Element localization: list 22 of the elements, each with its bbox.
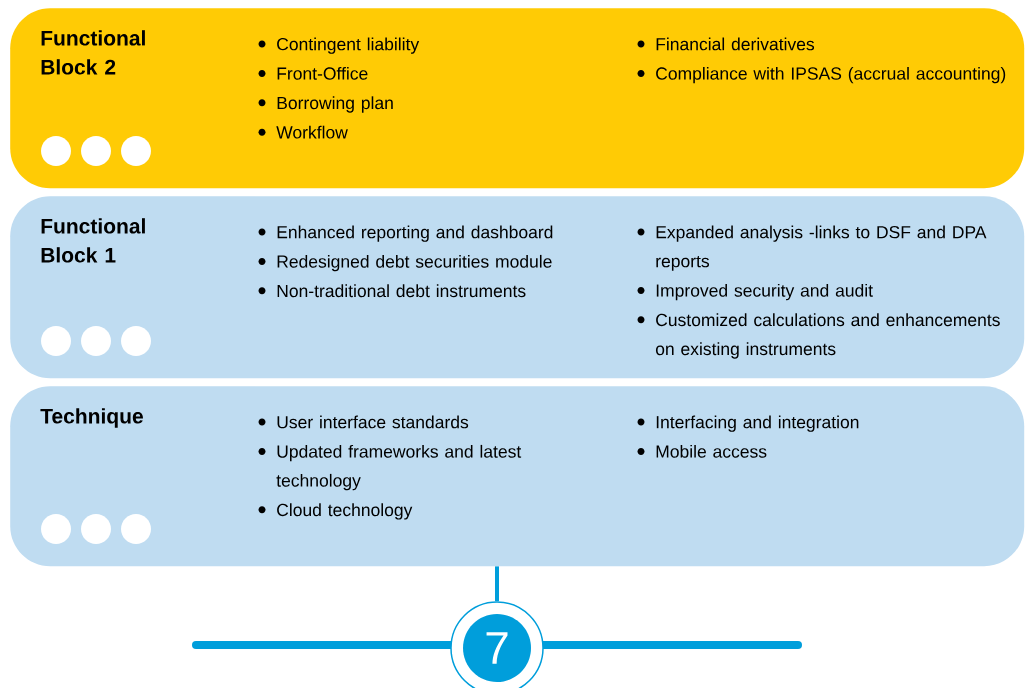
bullet-item: Cloud technology <box>277 503 413 520</box>
bullet-item: Redesigned debt securities module <box>277 254 552 272</box>
connector-line <box>495 566 499 602</box>
bullet-item: Interfacing and integration <box>656 415 859 432</box>
bullet-item: Improved security and audit <box>656 283 873 301</box>
bullet-item: Mobile access <box>656 444 767 458</box>
bullet-item: Financial derivatives <box>656 37 815 51</box>
band-heading: Functional Block 2 <box>41 30 145 75</box>
bullet-item: Workflow <box>276 125 348 139</box>
bullet-item: Front-Office <box>277 66 368 80</box>
bullet-item: Non-traditional debt instruments <box>277 284 526 298</box>
bullet-item: Borrowing plan <box>277 96 393 113</box>
bullet-item: Compliance with IPSAS (accrual accounting) <box>656 66 1006 84</box>
bullet-item: Updated frameworks and latest technology <box>276 444 522 491</box>
band-heading: Technique <box>40 408 143 428</box>
node-label: 7 <box>486 632 508 664</box>
band-heading: Functional Block 1 <box>41 218 145 263</box>
bullet-item: Expanded analysis -links to DSF and DPA reports <box>656 225 987 271</box>
bullet-item: Enhanced reporting and dashboard <box>277 225 553 242</box>
bullet-item: Contingent liability <box>277 37 420 54</box>
bullet-item: Customized calculations and enhancements on existing instruments <box>655 313 1000 359</box>
bullet-item: User interface standards <box>277 415 469 429</box>
